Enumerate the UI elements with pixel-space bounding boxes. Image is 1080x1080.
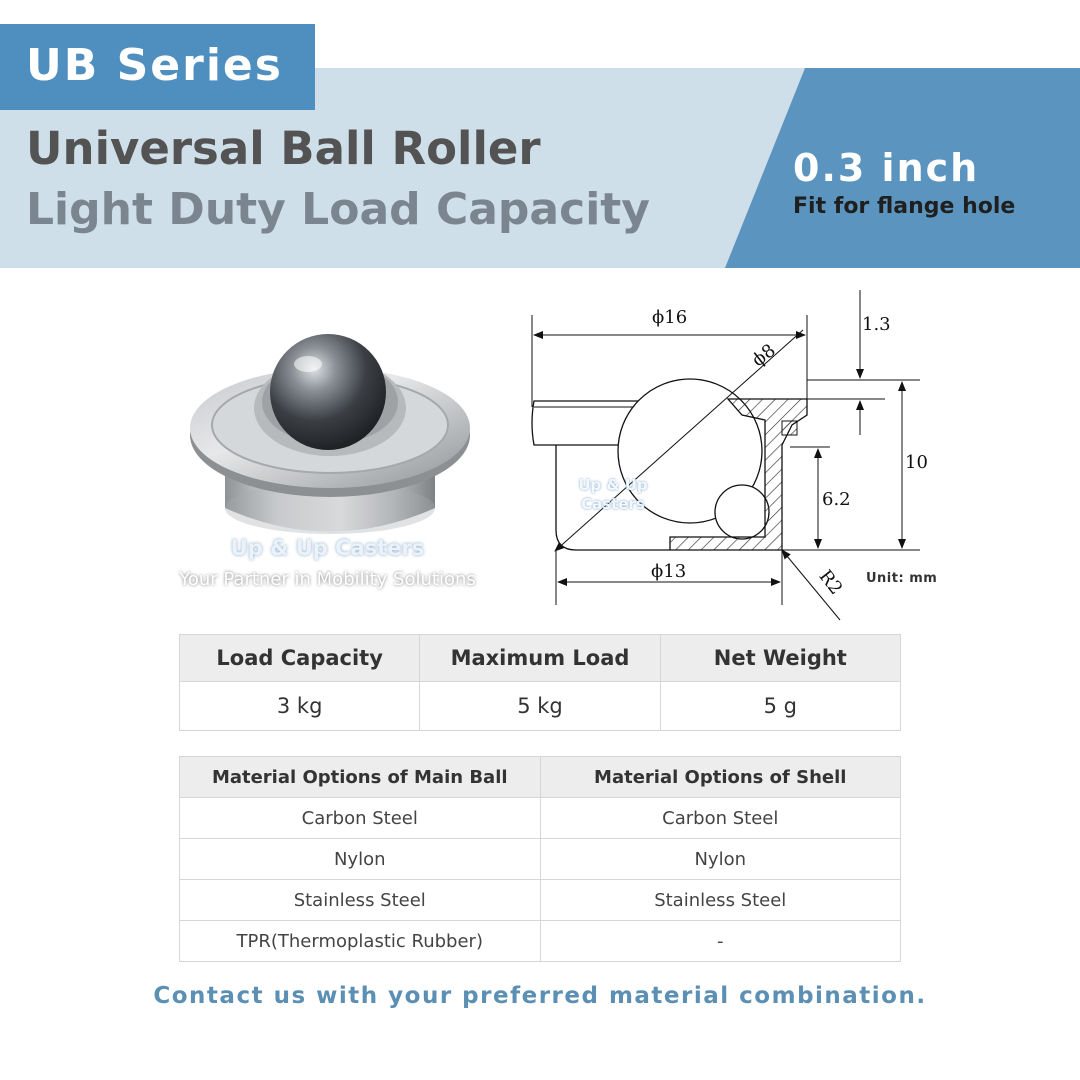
product-subtitle: Light Duty Load Capacity [26, 184, 650, 235]
dimension-drawing [531, 290, 920, 621]
main-ball-material: Nylon [179, 838, 541, 880]
dim-flange-thickness: 1.3 [862, 314, 891, 335]
table-row: TPR(Thermoplastic Rubber) - [179, 920, 901, 962]
spec-header-row: Load Capacity Maximum Load Net Weight [178, 634, 902, 682]
main-ball-material: TPR(Thermoplastic Rubber) [179, 920, 541, 962]
material-table: Material Options of Main Ball Material O… [179, 756, 901, 962]
size-label: 0.3 inch [793, 146, 980, 190]
dim-body-height: 6.2 [822, 489, 851, 510]
series-tab [0, 24, 315, 110]
drawing-watermark-line2: Casters [581, 495, 645, 513]
drawing-watermark: Up & Up Casters [568, 476, 658, 514]
shell-material: Stainless Steel [539, 879, 901, 921]
table-row: Nylon Nylon [179, 838, 901, 880]
drawing-watermark-line1: Up & Up [578, 476, 648, 494]
fit-note: Fit for flange hole [793, 194, 1016, 219]
header-main-ball: Material Options of Main Ball [179, 756, 541, 798]
product-title: Universal Ball Roller [26, 122, 541, 175]
dim-total-height: 10 [905, 452, 928, 473]
dim-flange-diameter: ϕ16 [652, 307, 688, 328]
contact-note: Contact us with your preferred material … [153, 983, 927, 1009]
spec-table: Load Capacity Maximum Load Net Weight 3 … [178, 634, 902, 731]
spec-value-row: 3 kg 5 kg 5 g [178, 681, 902, 731]
header-load-capacity: Load Capacity [178, 634, 421, 682]
header-shell: Material Options of Shell [539, 756, 901, 798]
shell-material: Carbon Steel [539, 797, 901, 839]
value-net-weight: 5 g [659, 681, 902, 731]
unit-label: Unit: mm [866, 571, 938, 586]
series-label: UB Series [26, 40, 283, 91]
table-row: Carbon Steel Carbon Steel [179, 797, 901, 839]
value-load-capacity: 3 kg [178, 681, 421, 731]
header-net-weight: Net Weight [659, 634, 902, 682]
table-row: Stainless Steel Stainless Steel [179, 879, 901, 921]
shell-material: - [539, 920, 901, 962]
watermark-brand: Up & Up Casters [230, 536, 425, 560]
dim-body-diameter: ϕ13 [651, 561, 687, 582]
main-ball-material: Stainless Steel [179, 879, 541, 921]
header-maximum-load: Maximum Load [419, 634, 661, 682]
material-header-row: Material Options of Main Ball Material O… [179, 756, 901, 798]
value-maximum-load: 5 kg [419, 681, 661, 731]
shell-material: Nylon [539, 838, 901, 880]
main-ball-material: Carbon Steel [179, 797, 541, 839]
product-photo [190, 334, 470, 534]
watermark-tagline: Your Partner in Mobility Solutions [179, 569, 476, 590]
